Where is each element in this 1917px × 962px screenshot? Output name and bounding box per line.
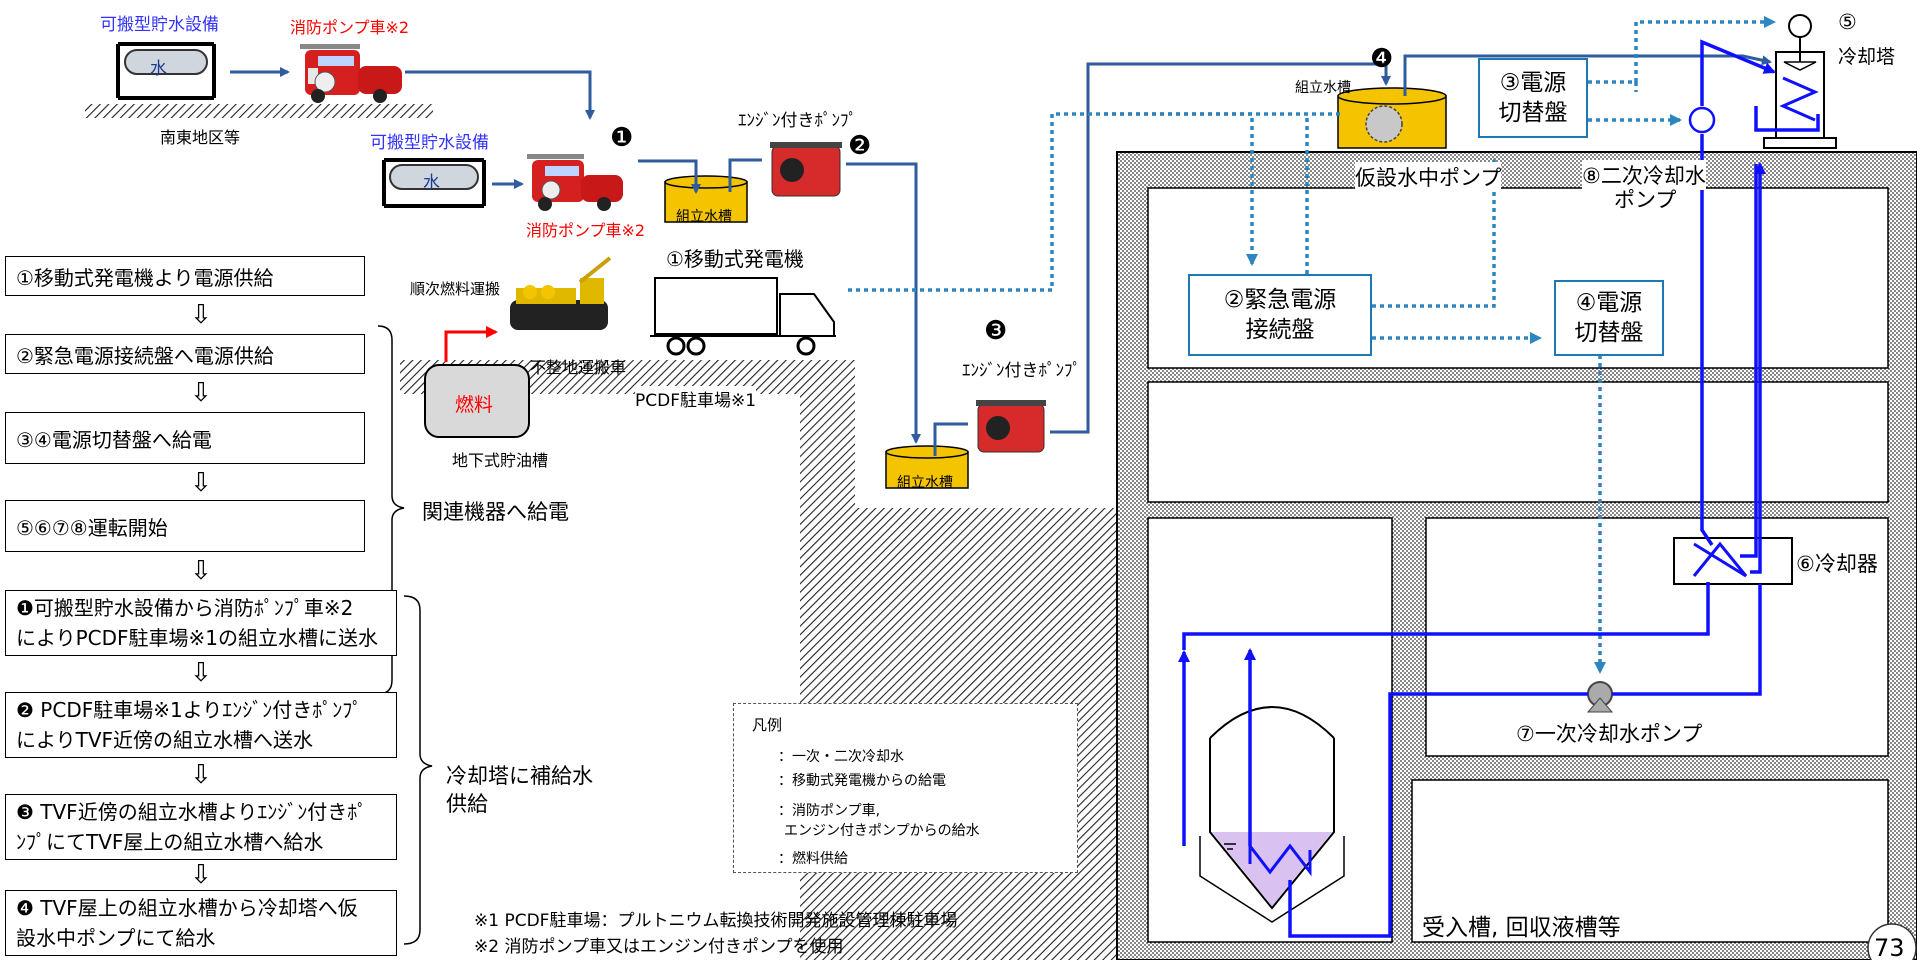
receiving-tank xyxy=(1199,706,1345,923)
step-num-2: ❷ xyxy=(848,131,872,161)
secondary-pump-symbol xyxy=(1688,106,1716,134)
legend-title: 凡例 xyxy=(752,716,783,734)
assembled-tanks xyxy=(664,87,1447,489)
step-1: ①移動式発電機より電源供給 xyxy=(5,256,365,296)
fuel-line xyxy=(444,326,498,362)
secondary-pump-label-1: ⑧二次冷却水 xyxy=(1582,160,1706,190)
step-arrow-4: ⇩ xyxy=(190,556,212,586)
pcdf-parking-label: PCDF駐車場※1 xyxy=(635,386,757,411)
cooling-tower-label: 冷却塔 xyxy=(1838,46,1896,68)
cooler-label: ⑥冷却器 xyxy=(1796,552,1878,576)
water-storage-mid xyxy=(382,158,486,208)
note-1: ※1 PCDF駐車場：プルトニウム転換技術開発施設管理棟駐車場 xyxy=(474,911,958,931)
storage-top-label: 可搬型貯水設備 xyxy=(100,15,219,35)
receiving-tank-label: 受入槽, 回収液槽等 xyxy=(1422,915,1621,941)
step-arrow-3: ⇩ xyxy=(190,468,212,498)
generator-truck xyxy=(650,277,836,356)
water-char-top: 水 xyxy=(150,59,167,79)
fire-truck-mid-label: 消防ポンプ車※2 xyxy=(526,221,646,240)
step-water-2: ❷ PCDF駐車場※1よりｴﾝｼﾞﾝ付きﾎﾟﾝﾌﾟによりTVF近傍の組立水槽へ送… xyxy=(5,692,397,758)
panel-3: ③電源切替盤 xyxy=(1478,58,1588,138)
step-3: ③④電源切替盤へ給電 xyxy=(5,412,365,464)
fire-truck-top xyxy=(300,44,402,103)
step-num-3: ❸ xyxy=(984,316,1008,346)
step-arrow-5: ⇩ xyxy=(190,658,212,688)
rough-terrain-vehicle xyxy=(510,256,612,330)
panel-2: ②緊急電源接続盤 xyxy=(1188,274,1372,356)
step-4: ⑤⑥⑦⑧運転開始 xyxy=(5,500,365,552)
page-number-circle xyxy=(1867,923,1917,960)
page-number: 73 xyxy=(1874,934,1905,962)
water-storage-top xyxy=(116,42,216,100)
step-arrow-6: ⇩ xyxy=(190,760,212,790)
legend-item-fuel: ：燃料供給 xyxy=(778,851,848,867)
brace-label-water-1: 冷却塔に補給水 xyxy=(446,764,593,788)
step-arrow-1: ⇩ xyxy=(190,300,212,330)
storage-mid-label: 可搬型貯水設備 xyxy=(370,133,489,153)
underground-tank-label: 地下式貯油槽 xyxy=(452,451,549,470)
generator-label: ①移動式発電機 xyxy=(666,247,804,271)
submersible-pump-label: 仮設水中ポンプ xyxy=(1355,162,1502,192)
step-water-4: ❹ TVF屋上の組立水槽から冷却塔へ仮設水中ポンプにて給水 xyxy=(5,890,397,956)
cooling-water-lines xyxy=(1178,39,1820,938)
brace-label-water-2: 供給 xyxy=(446,792,488,816)
cooler-symbol xyxy=(1673,537,1793,585)
panel-4: ④電源切替盤 xyxy=(1554,280,1664,356)
fuel-label: 燃料 xyxy=(455,394,494,416)
tank-2-label: 組立水槽 xyxy=(897,475,953,491)
legend-item-cooling: ：一次・二次冷却水 xyxy=(778,749,904,765)
step-arrow-2: ⇩ xyxy=(190,378,212,408)
engine-pump-2-label: ｴﾝｼﾞﾝ付きﾎﾟﾝﾌﾟ xyxy=(962,361,1081,381)
power-supply-lines xyxy=(848,16,1776,674)
brackets xyxy=(377,325,433,945)
legend-item-water-2: エンジン付きポンプからの給水 xyxy=(784,823,980,839)
engine-pump-1-label: ｴﾝｼﾞﾝ付きﾎﾟﾝﾌﾟ xyxy=(738,111,857,131)
fire-truck-top-label: 消防ポンプ車※2 xyxy=(290,18,410,37)
fuel-transport-label: 順次燃料運搬 xyxy=(410,280,501,298)
tank-1-label: 組立水槽 xyxy=(676,209,732,225)
step-num-4: ❹ xyxy=(1370,44,1394,74)
primary-pump-label: ⑦一次冷却水ポンプ xyxy=(1516,722,1703,746)
water-supply-lines xyxy=(230,54,1772,456)
step-num-1: ❶ xyxy=(610,123,634,153)
step-arrow-7: ⇩ xyxy=(190,860,212,890)
legend-item-power: ：移動式発電機からの給電 xyxy=(778,773,946,789)
legend-item-water-1: ：消防ポンプ車, xyxy=(778,803,881,819)
note-2: ※2 消防ポンプ車又はエンジン付きポンプを使用 xyxy=(474,937,844,957)
step-2: ②緊急電源接続盤へ電源供給 xyxy=(5,334,365,374)
water-char-mid: 水 xyxy=(423,173,440,193)
tank-roof-label: 組立水槽 xyxy=(1295,80,1351,96)
underground-fuel-tank xyxy=(424,364,530,438)
step-water-3: ❸ TVF近傍の組立水槽よりｴﾝｼﾞﾝ付きﾎﾟﾝﾌﾟにてTVF屋上の組立水槽へ給… xyxy=(5,794,397,860)
brace-label-power: 関連機器へ給電 xyxy=(422,500,569,524)
cooling-tower-num: ⑤ xyxy=(1838,10,1857,34)
rough-vehicle-label: 不整地運搬車 xyxy=(530,358,627,377)
primary-pump-symbol xyxy=(1586,681,1614,713)
legend: 凡例 ：一次・二次冷却水 ：移動式発電機からの給電 ：消防ポンプ車, エンジン付… xyxy=(733,703,1078,873)
south-area-label: 南東地区等 xyxy=(160,128,241,147)
secondary-pump-label-2: ポンプ xyxy=(1614,188,1677,212)
engine-pumps xyxy=(770,142,1046,453)
cooling-tower xyxy=(1763,14,1837,149)
fire-truck-mid xyxy=(527,154,623,211)
